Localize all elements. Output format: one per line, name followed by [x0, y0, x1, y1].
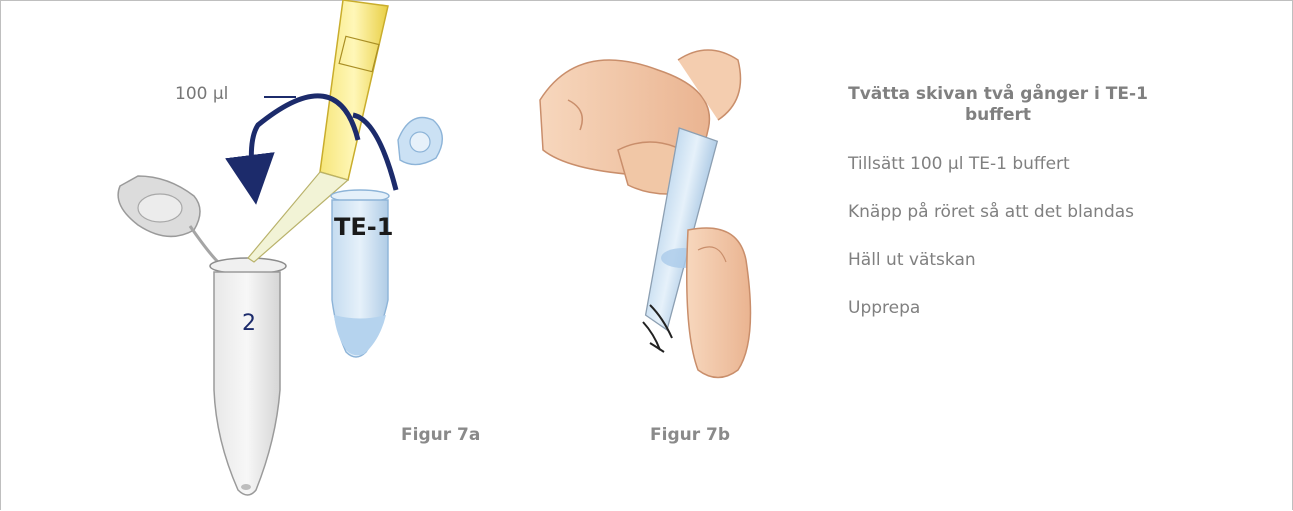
step-pour-out: Häll ut vätskan: [848, 250, 1178, 271]
gray-tube-2: 2: [210, 258, 286, 495]
instructions-title: Tvätta skivan två gånger i TE-1 buffert: [848, 84, 1148, 126]
figure-7a-caption: Figur 7a: [401, 425, 480, 445]
procedure-illustration: 2 TE-1: [98, 0, 810, 511]
step-repeat: Upprepa: [848, 298, 1178, 319]
instructions-panel: Tvätta skivan två gånger i TE-1 buffert …: [848, 84, 1268, 346]
volume-label: 100 µl: [175, 84, 228, 104]
gray-tube-lid: [118, 176, 218, 262]
figure-7b-hands: [540, 50, 751, 378]
step-add-buffer: Tillsätt 100 µl TE-1 buffert: [848, 154, 1178, 175]
tube-number-label: 2: [242, 311, 256, 336]
figure-7b-caption: Figur 7b: [650, 425, 730, 445]
te1-tube-label: TE-1: [334, 213, 393, 241]
step-flick-tube: Knäpp på röret så att det blandas: [848, 202, 1178, 223]
